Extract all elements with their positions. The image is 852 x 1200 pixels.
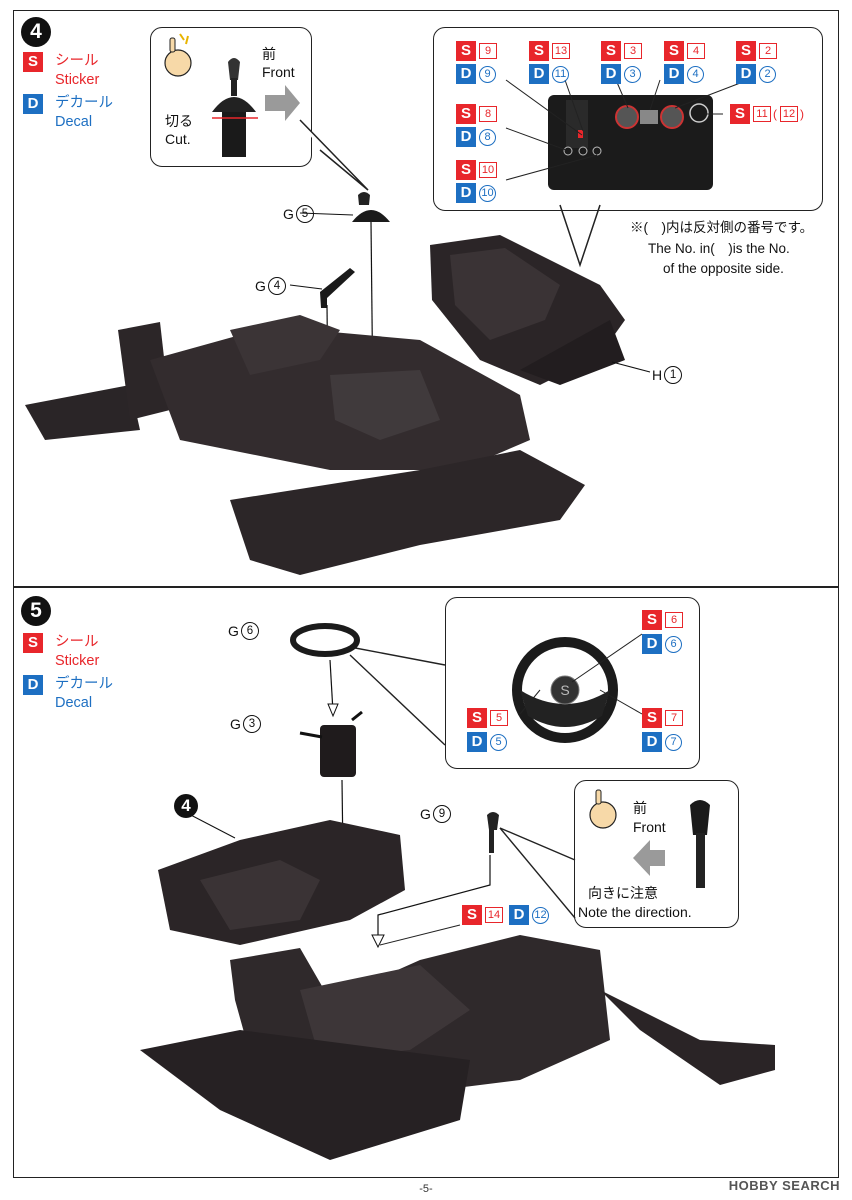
sticker-icon: S (23, 52, 43, 72)
decal-icon: D (23, 675, 43, 695)
cut-label-jp: 切る (165, 113, 193, 129)
legend-sticker-5: S シール Sticker (23, 633, 99, 671)
floor-pan-drawing (25, 212, 651, 575)
dashboard-callout (433, 27, 823, 211)
legend-sticker: S シール Sticker (23, 52, 99, 90)
sticker-label-en: Sticker (55, 72, 100, 88)
shift-knob-detail (690, 800, 710, 888)
shift-knob-callout (574, 780, 739, 928)
pointing-hand-icon (164, 33, 192, 77)
note-opposite-jp: ※( )内は反対側の番号です。 (630, 220, 814, 235)
watermark: HOBBY SEARCH (728, 1178, 840, 1193)
note-opposite-en1: The No. in( )is the No. (648, 241, 790, 256)
pointing-hand-icon (589, 789, 617, 829)
dashboard-detail-drawing (505, 79, 749, 190)
decal-icon: D (23, 94, 43, 114)
front-arrow-icon (265, 85, 300, 121)
steering-column-part (299, 710, 363, 777)
page-number: -5- (419, 1183, 433, 1195)
decal-label-en: Decal (55, 114, 93, 130)
gear-knob-part (487, 812, 499, 853)
sticker-icon: S (23, 633, 43, 653)
svg-text:S: S (560, 682, 569, 698)
cut-label-en: Cut. (165, 131, 191, 147)
shift-knob-drawing (212, 58, 258, 157)
front-label-en: Front (262, 64, 295, 80)
legend-decal: D デカール Decal (23, 94, 113, 132)
steering-wheel-callout (445, 597, 700, 769)
decal-label-jp: デカール (55, 95, 113, 111)
sub-step-4-ref: 4 (174, 794, 198, 818)
steering-wheel-part (290, 623, 360, 657)
front-label-jp-5: 前 (633, 800, 647, 816)
sticker-label-jp: シール (55, 53, 99, 69)
note-opposite-en2: of the opposite side. (663, 261, 784, 276)
front-label-jp: 前 (262, 46, 276, 62)
assembly-body-drawing (140, 811, 775, 1160)
step4-drawing (25, 33, 749, 575)
step-5-number: 5 (21, 596, 51, 626)
direction-label-jp: 向きに注意 (588, 885, 658, 901)
step-4-number: 4 (21, 17, 51, 47)
front-label-en-5: Front (633, 819, 666, 835)
direction-label-en: Note the direction. (578, 904, 692, 920)
lever-part (320, 268, 355, 308)
gear-knob-part (352, 192, 390, 222)
front-arrow-icon (633, 840, 665, 876)
steering-wheel-detail: S (512, 633, 643, 743)
legend-decal-5: D デカール Decal (23, 675, 113, 713)
